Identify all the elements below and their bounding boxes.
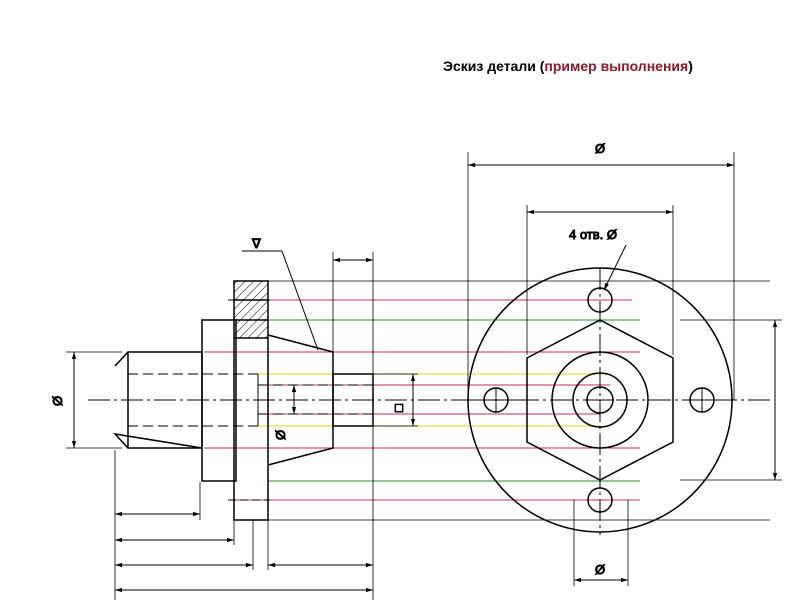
dim-bottom-hole: Ø bbox=[574, 562, 628, 583]
title-suffix: ) bbox=[688, 58, 693, 74]
square-mark: □ bbox=[395, 400, 403, 415]
dim-square: □ bbox=[395, 374, 416, 426]
roughness-mark: ∇ bbox=[251, 236, 261, 251]
dim-left-label: Ø bbox=[50, 396, 65, 406]
dim-chain-bottom bbox=[115, 511, 373, 593]
dim-top-outer: Ø bbox=[468, 141, 734, 168]
flange-hatch bbox=[234, 281, 268, 338]
bolt-hole-bottom bbox=[587, 487, 613, 513]
title-prefix: Эскиз детали ( bbox=[443, 58, 545, 74]
projection-lines bbox=[204, 299, 640, 501]
holes-label: 4 отв. Ø bbox=[569, 227, 617, 242]
hub-inner-circle bbox=[572, 372, 628, 428]
roughness-leader: ∇ bbox=[242, 236, 319, 351]
center-lines bbox=[88, 268, 770, 535]
side-view bbox=[467, 267, 733, 533]
dim-bore-label: Ø bbox=[273, 430, 288, 440]
hexagon bbox=[526, 319, 674, 481]
flange-circle bbox=[467, 267, 733, 533]
dim-top-label: Ø bbox=[595, 141, 605, 156]
dim-hole-pitch: 4 отв. Ø bbox=[527, 209, 673, 291]
extension-lines bbox=[66, 152, 782, 600]
slide-title: Эскиз детали (пример выполнения) bbox=[443, 58, 743, 74]
title-highlight: пример выполнения bbox=[544, 58, 689, 74]
bolt-hole-top bbox=[587, 287, 613, 313]
dim-bore: Ø bbox=[273, 385, 297, 441]
dim-left-diameter: Ø bbox=[50, 352, 77, 448]
hub-outer-circle bbox=[551, 351, 649, 449]
dim-bottom-label: Ø bbox=[595, 562, 605, 577]
